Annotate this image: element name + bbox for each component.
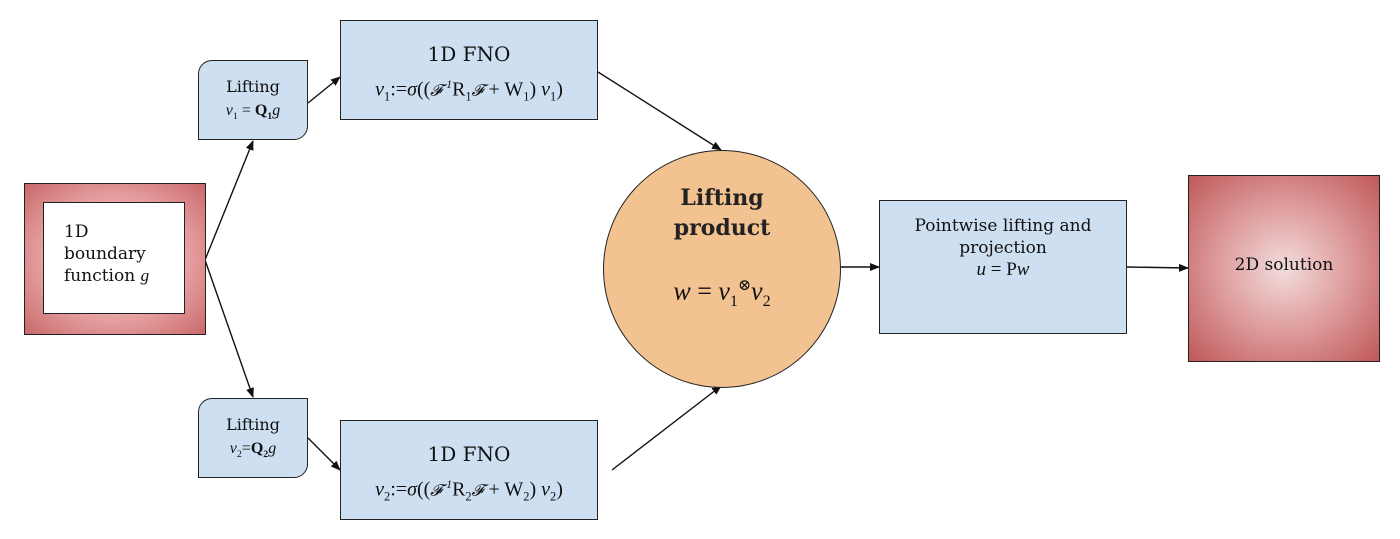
node-lifting-product: Lifting product w = v1⊗v2	[603, 150, 841, 388]
projection-title-line-2: projection	[959, 238, 1047, 258]
lifting-1-formula: v1 = Q1g	[225, 102, 281, 123]
lifting-2-title: Lifting	[226, 415, 280, 434]
edge-source-to-lifting-1	[204, 140, 254, 261]
source-line-3: function g	[64, 265, 174, 287]
source-symbol: g	[140, 266, 150, 285]
projection-formula: u = Pw	[976, 259, 1030, 280]
edge-projection-to-target	[1126, 263, 1189, 272]
target-label: 2D solution	[1234, 255, 1334, 275]
fno-2-formula: v2:=σ((𝓕-1R2𝓕 + W2) v2)	[375, 477, 563, 504]
source-line-1: 1D	[64, 222, 89, 242]
edge-lifting-2-to-fno-2	[307, 437, 341, 471]
edge-source-to-lifting-2	[204, 259, 254, 398]
source-line-3-text: function	[64, 266, 136, 286]
product-formula: w = v1⊗v2	[673, 276, 771, 310]
product-title-line-1: Lifting	[680, 185, 764, 211]
projection-title-line-1: Pointwise lifting and	[914, 216, 1092, 236]
edge-fno-1-to-product	[597, 71, 722, 151]
node-2d-solution: 2D solution	[1188, 175, 1380, 362]
lifting-2-formula: v2=Q2g	[229, 440, 277, 461]
edge-lifting-1-to-fno-1	[307, 76, 341, 104]
node-fno-1: 1D FNO v1:=σ((𝓕-1R1𝓕 + W1) v1)	[340, 20, 598, 120]
node-fno-2: 1D FNO v2:=σ((𝓕-1R2𝓕 + W2) v2)	[340, 420, 598, 520]
source-line-2: boundary	[64, 244, 146, 264]
edge-fno-2-to-product	[611, 385, 722, 471]
lifting-1-title: Lifting	[226, 77, 280, 96]
fno-2-title: 1D FNO	[427, 442, 511, 466]
product-title-line-2: product	[673, 215, 771, 241]
node-boundary-function-label: 1D boundary function g	[43, 202, 185, 314]
node-boundary-function: 1D boundary function g	[24, 183, 206, 335]
fno-1-title: 1D FNO	[427, 42, 511, 66]
node-lifting-1: Lifting v1 = Q1g	[198, 60, 308, 140]
fno-1-formula: v1:=σ((𝓕-1R1𝓕 + W1) v1)	[375, 77, 563, 104]
node-projection: Pointwise lifting and projection u = Pw	[879, 200, 1127, 334]
node-lifting-2: Lifting v2=Q2g	[198, 398, 308, 478]
